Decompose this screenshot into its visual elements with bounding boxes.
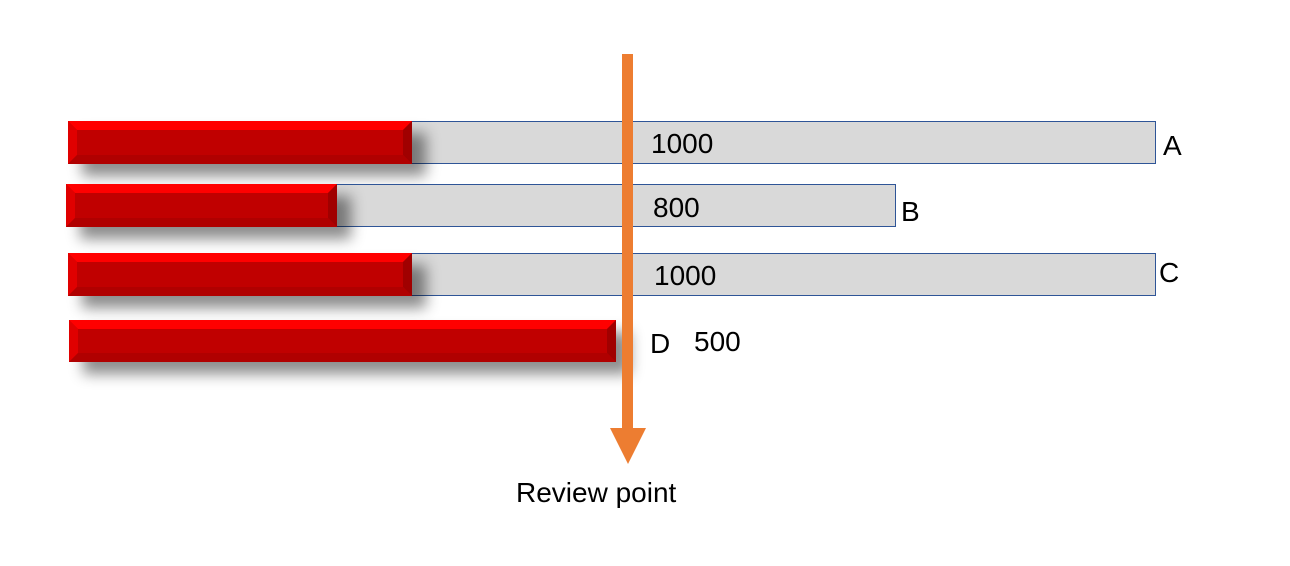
bar-c-total-label: 1000 [654,260,717,291]
review-point-arrow-head [610,428,646,464]
bar-c-name: C [1159,257,1180,288]
bar-c-progress [68,253,412,296]
bar-a-name: A [1163,130,1182,161]
review-point-label: Review point [516,477,677,508]
bar-d-name: D [650,328,671,359]
bar-b-progress [66,184,337,227]
bar-d-progress [69,320,616,362]
bar-a-total-label: 1000 [651,128,714,159]
review-point-arrow-shaft [622,54,633,430]
bar-a-progress [68,121,412,164]
bar-d-total-label: 500 [694,326,741,357]
bar-b-total-label: 800 [653,192,700,223]
bar-b-name: B [901,196,920,227]
